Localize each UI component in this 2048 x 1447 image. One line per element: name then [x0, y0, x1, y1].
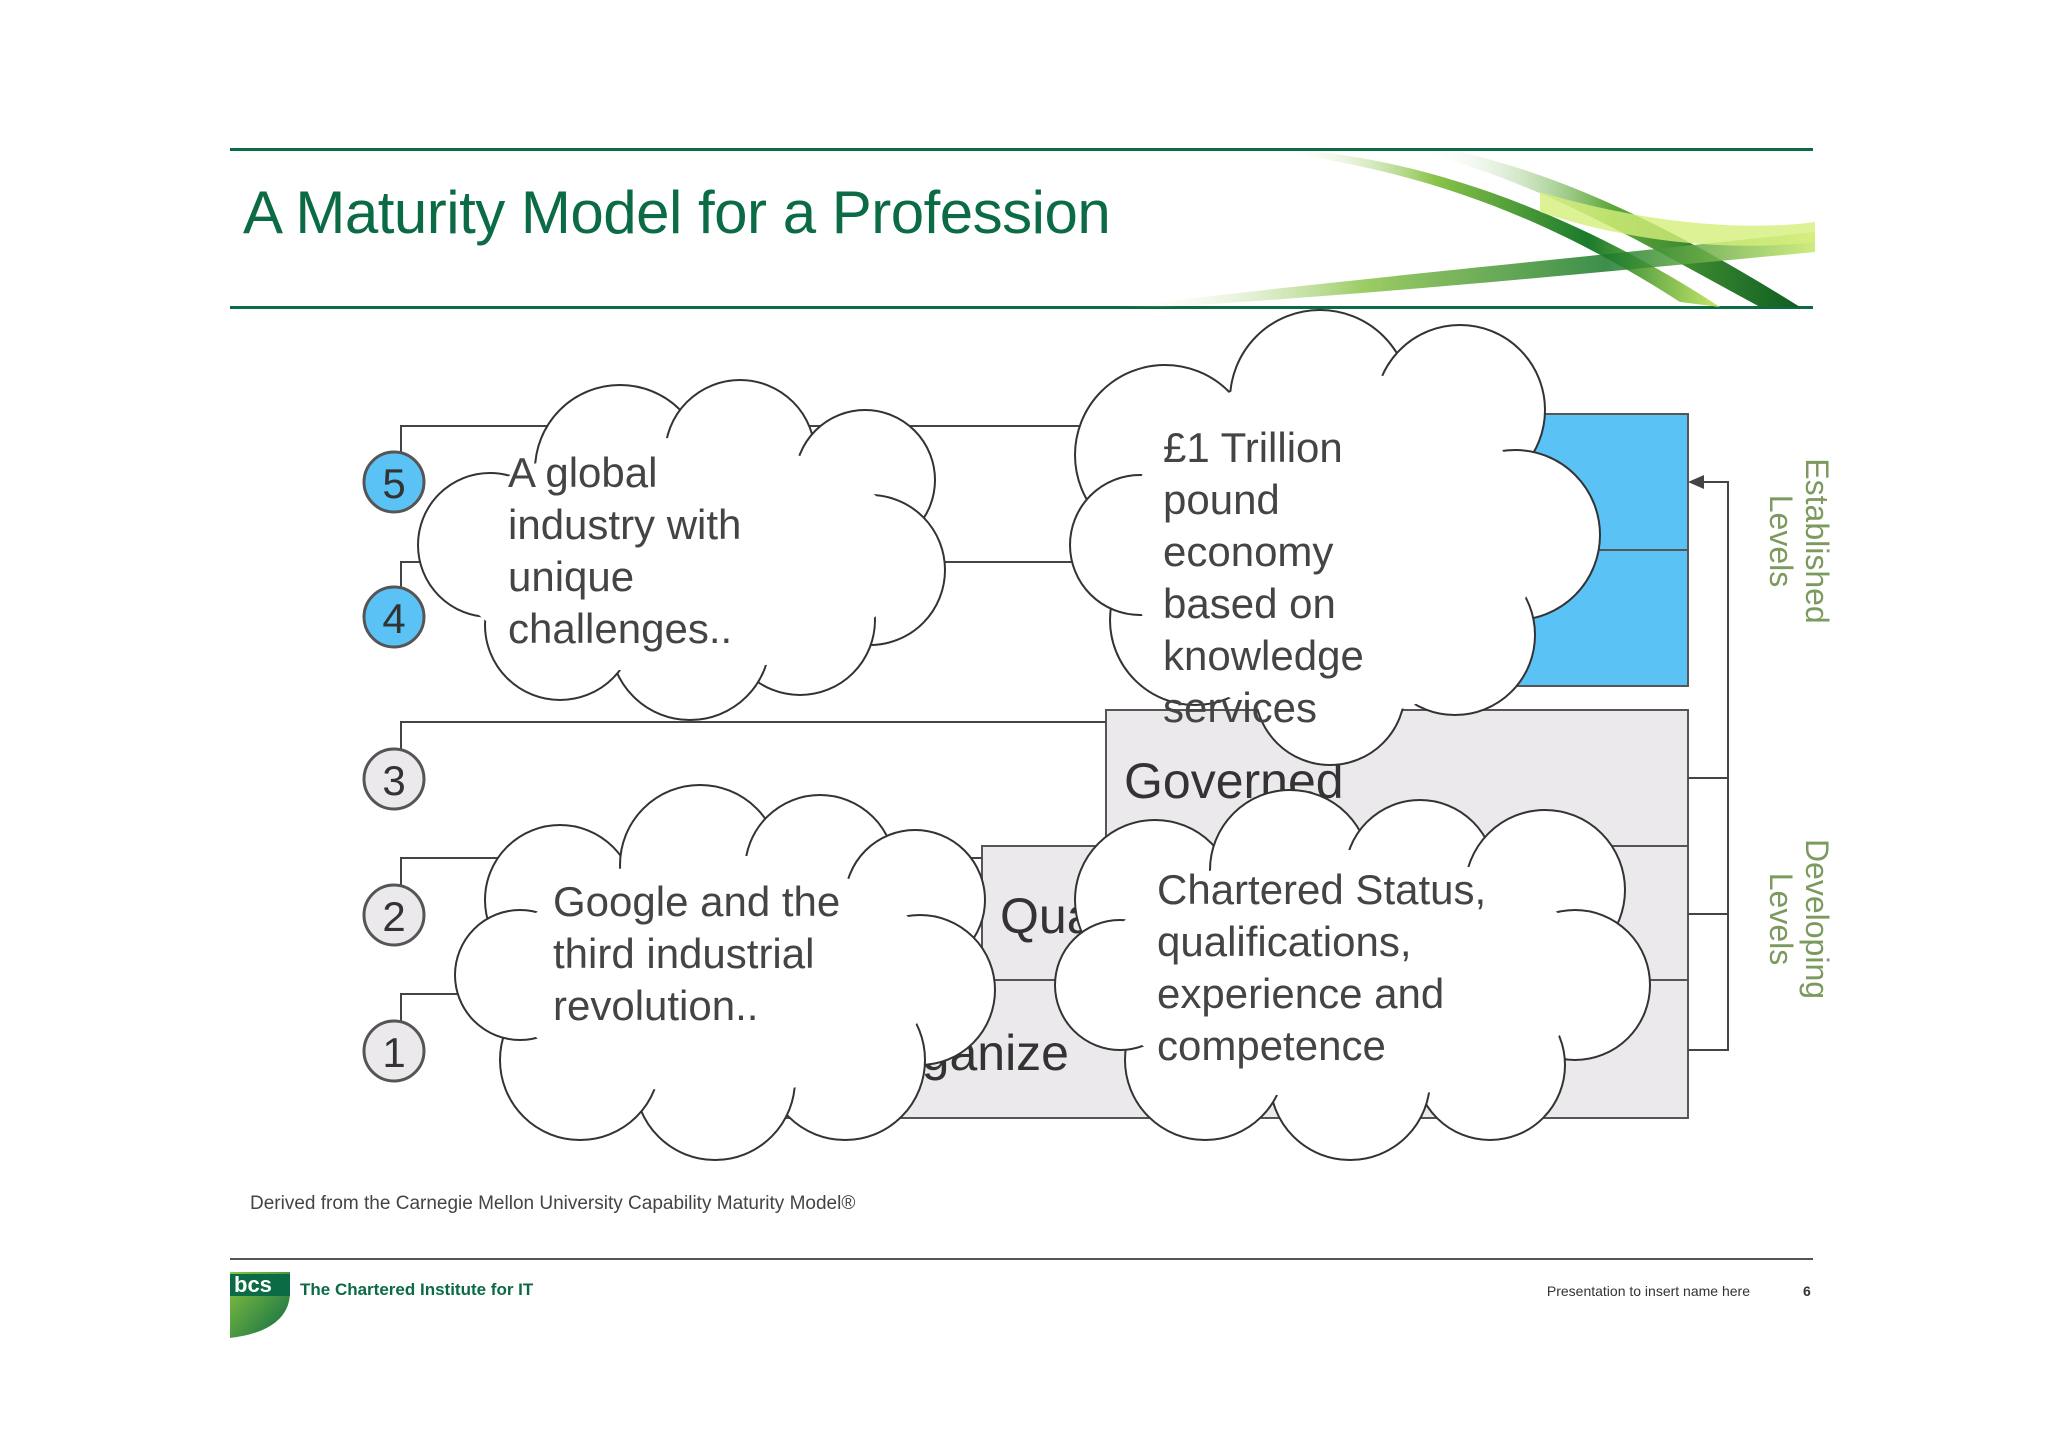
developing-levels-label-line2: Levels	[1763, 872, 1799, 966]
page-title: A Maturity Model for a Profession	[243, 179, 1111, 246]
footer-presentation-text: Presentation to insert name here	[1546, 1283, 1750, 1299]
level-number-5: 5	[382, 460, 405, 507]
cloud-google-revolution-text: Google and the third industrial revoluti…	[553, 878, 852, 1029]
level-number-3: 3	[382, 757, 405, 804]
page-number: 6	[1803, 1283, 1811, 1299]
level-circle-3: 3	[362, 747, 426, 811]
level-number-4: 4	[382, 595, 405, 642]
cloud-trillion-economy: £1 Trillion pound economy based on knowl…	[1069, 309, 1601, 766]
level-circle-2: 2	[362, 883, 426, 947]
bcs-logo: bcs	[230, 1272, 290, 1338]
bracket-arrow-head	[1688, 475, 1704, 489]
logo-tagline: The Chartered Institute for IT	[300, 1280, 534, 1299]
footer-rule	[230, 1258, 1813, 1260]
developing-levels-label-line1: Developing	[1799, 838, 1835, 1000]
cloud-google-revolution: Google and the third industrial revoluti…	[454, 784, 996, 1161]
level-bracket	[1688, 481, 1729, 1051]
level-circle-4: 4	[362, 585, 426, 649]
cloud-global-industry-text: A global industry with unique challenges…	[508, 449, 753, 652]
level-circle-1: 1	[362, 1019, 426, 1083]
developing-levels-label: Developing Levels	[1763, 799, 1835, 1039]
green-ribbon-graphic	[1120, 152, 1815, 307]
cloud-chartered-status-text: Chartered Status, qualifications, experi…	[1157, 866, 1498, 1069]
level-circle-5: 5	[362, 450, 426, 514]
title-bottom-rule	[230, 306, 1813, 309]
cloud-chartered-status: Chartered Status, qualifications, experi…	[1054, 789, 1651, 1161]
established-levels-label: Established Levels	[1763, 421, 1835, 661]
cloud-global-industry: A global industry with unique challenges…	[417, 379, 946, 721]
established-levels-label-line2: Levels	[1763, 494, 1799, 588]
established-levels-label-line1: Established	[1799, 458, 1835, 624]
cloud-trillion-economy-text: £1 Trillion pound economy based on knowl…	[1163, 424, 1375, 731]
source-footnote: Derived from the Carnegie Mellon Univers…	[250, 1193, 856, 1214]
title-top-rule	[230, 148, 1813, 151]
bcs-logo-mark: bcs	[234, 1272, 272, 1297]
level-number-2: 2	[382, 893, 405, 940]
level-number-1: 1	[382, 1029, 405, 1076]
